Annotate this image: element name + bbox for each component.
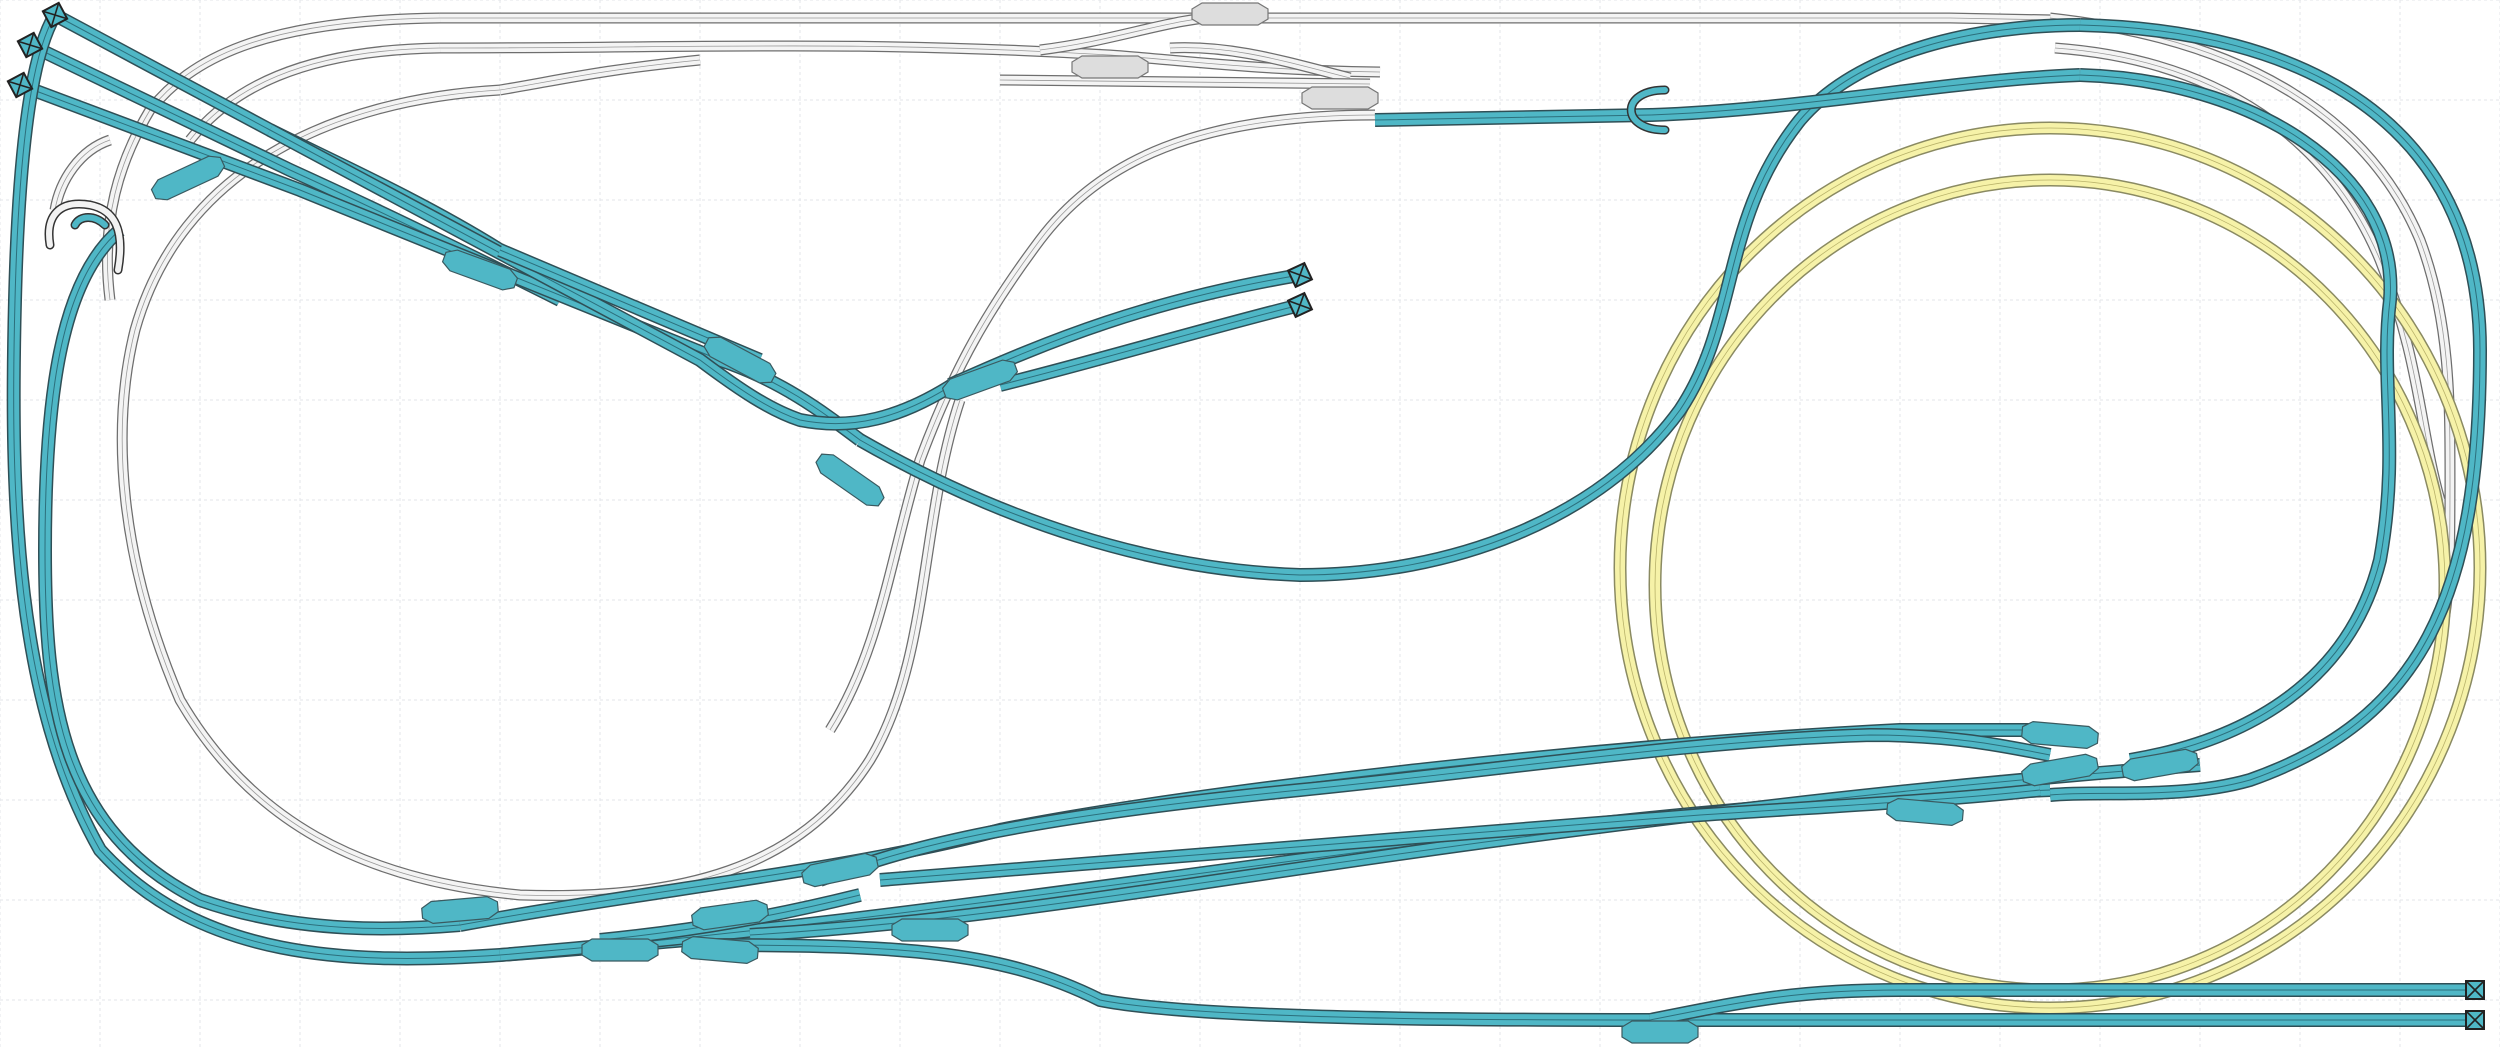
grey-lower-station[interactable] [999, 74, 1371, 90]
buffer-stop-group[interactable] [6, 1, 2485, 1030]
grey-right-inner[interactable] [2054, 42, 2446, 502]
blue-bottom-exit-1[interactable] [699, 938, 2480, 1027]
buffer-stop-icon[interactable] [2465, 980, 2485, 1000]
blue-right-inner-loop[interactable] [2079, 68, 2398, 767]
turnout-icon[interactable] [1191, 2, 1269, 26]
turnout-icon[interactable] [701, 332, 778, 387]
turnout-icon[interactable] [2121, 748, 2200, 783]
grey-left-stub[interactable] [49, 134, 113, 212]
turnout-icon[interactable] [891, 918, 969, 942]
grey-left-oval-connect[interactable] [499, 54, 701, 96]
turnout-icon[interactable] [813, 449, 888, 511]
turnout-icon[interactable] [1886, 797, 1964, 827]
grey-upper-crossover-2[interactable] [1169, 42, 1352, 84]
blue-right-outer-loop[interactable] [2049, 18, 2487, 802]
grey-left-loop-top-inner[interactable] [185, 42, 441, 144]
turnout-icon[interactable] [149, 152, 227, 204]
yellow-circle-track[interactable] [1613, 121, 2487, 1015]
turnout-icon[interactable] [681, 935, 759, 965]
grey-middle-curve[interactable] [825, 109, 1376, 733]
turnout-icon[interactable] [2021, 753, 2100, 788]
buffer-stop-icon[interactable] [41, 1, 69, 29]
turnout-icon[interactable] [441, 247, 520, 294]
blue-top-right-line[interactable] [1374, 68, 2081, 127]
turnout-icon[interactable] [581, 938, 659, 962]
grey-left-oval[interactable] [116, 84, 966, 901]
uncoupler-icon[interactable] [70, 213, 110, 230]
blue-station-track-mid[interactable] [879, 783, 2041, 887]
uncoupler-group[interactable] [44, 85, 1670, 275]
grey-second-line[interactable] [439, 40, 1381, 78]
turnout-icon[interactable] [1071, 55, 1149, 79]
turnout-icon[interactable] [1621, 1020, 1699, 1044]
turnout-icon[interactable] [801, 851, 880, 888]
blue-track-network[interactable] [6, 8, 2487, 1027]
uncoupler-icon[interactable] [1626, 85, 1670, 135]
turnout-icon[interactable] [941, 357, 1020, 404]
buffer-stop-icon[interactable] [6, 71, 34, 99]
blue-siding-lower[interactable] [998, 298, 1302, 392]
buffer-stop-icon[interactable] [2465, 1010, 2485, 1030]
blue-bottom-line-1[interactable] [458, 723, 2050, 932]
yellow-outer-circle[interactable] [1613, 121, 2487, 1015]
buffer-stop-icon[interactable] [1286, 261, 1314, 289]
grey-top-straight[interactable] [440, 12, 2056, 26]
turnout-icon[interactable] [421, 895, 499, 925]
turnout-icon[interactable] [1301, 86, 1379, 110]
blue-station-track-upper[interactable] [817, 728, 2052, 887]
turnout-icon[interactable] [2021, 720, 2099, 750]
blue-bottom-line-3[interactable] [749, 758, 2201, 942]
buffer-stop-icon[interactable] [16, 31, 44, 59]
blue-diagonal-merge[interactable] [266, 123, 964, 431]
grey-track-network[interactable] [49, 10, 2456, 901]
blue-big-s-curve[interactable] [856, 18, 2081, 582]
uncoupler-icon[interactable] [44, 199, 125, 275]
yellow-inner-circle[interactable] [1648, 173, 2452, 997]
blue-bottom-exit-2[interactable] [1648, 983, 2480, 1027]
blue-left-inner-loop[interactable] [38, 224, 461, 936]
turnout-group[interactable] [149, 2, 2200, 1044]
turnout-icon[interactable] [691, 899, 769, 931]
buffer-stop-icon[interactable] [1286, 291, 1314, 319]
